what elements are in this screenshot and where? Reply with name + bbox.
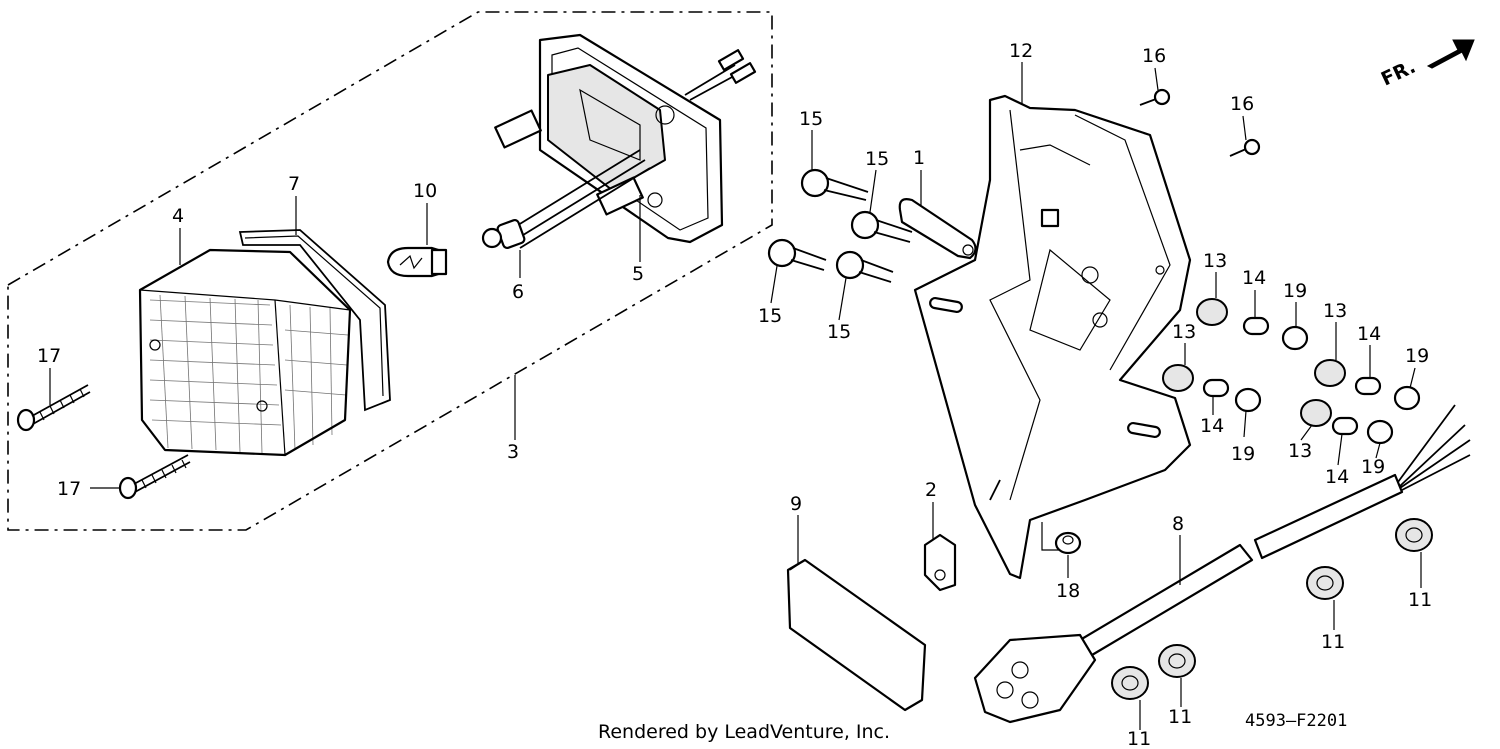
lamp-housing[interactable]	[494, 33, 757, 244]
rubber-grommet-3[interactable]	[1306, 566, 1344, 600]
callout-6: 6	[512, 281, 524, 303]
lens-gasket[interactable]	[238, 229, 391, 412]
collar-set[interactable]	[1202, 316, 1382, 436]
rubber-grommet-2[interactable]	[1158, 644, 1196, 678]
callout-11c: 11	[1321, 631, 1345, 653]
small-bolt-lower[interactable]	[1229, 138, 1261, 157]
tapping-screw-lower[interactable]	[118, 454, 191, 500]
callout-15a: 15	[799, 108, 823, 130]
callout-19d: 19	[1361, 456, 1385, 478]
callout-16a: 16	[1142, 45, 1166, 67]
front-arrow-icon	[1426, 39, 1475, 69]
callout-4: 4	[172, 205, 184, 227]
callout-13d: 13	[1288, 440, 1312, 462]
callout-14a: 14	[1242, 267, 1266, 289]
callout-15c: 15	[758, 305, 782, 327]
callout-19a: 19	[1283, 280, 1307, 302]
grommet-set[interactable]	[1162, 298, 1346, 427]
callout-14c: 14	[1357, 323, 1381, 345]
flange-bolt-1[interactable]	[800, 168, 869, 201]
callout-14b: 14	[1200, 415, 1224, 437]
rubber-grommet-4[interactable]	[1395, 518, 1433, 552]
bulb[interactable]	[386, 246, 448, 278]
callout-10: 10	[413, 180, 437, 202]
assembly-boundary	[7, 11, 773, 531]
mounting-collar[interactable]	[923, 533, 957, 592]
bulb-socket[interactable]	[481, 149, 651, 250]
nut-set[interactable]	[1234, 325, 1421, 445]
front-direction-indicator: FR.	[1378, 39, 1475, 91]
callout-labels: 1 2 3 4 5 6 7 8 9 10 11 11 11 11 12 13 1…	[37, 40, 1432, 749]
callout-14d: 14	[1325, 466, 1349, 488]
callout-13c: 13	[1323, 300, 1347, 322]
callout-13a: 13	[1203, 250, 1227, 272]
callout-17a: 17	[37, 345, 61, 367]
callout-15b: 15	[865, 148, 889, 170]
flange-bolt-3[interactable]	[767, 238, 827, 271]
callout-17b: 17	[57, 478, 81, 500]
cable-clamp[interactable]	[898, 198, 977, 260]
callout-2: 2	[925, 479, 937, 501]
rear-reflector[interactable]	[786, 558, 927, 712]
callout-12: 12	[1009, 40, 1033, 62]
callout-11d: 11	[1408, 589, 1432, 611]
license-bracket[interactable]	[913, 94, 1192, 580]
callout-19c: 19	[1405, 345, 1429, 367]
leader-lines	[49, 62, 1422, 730]
small-bolt-upper[interactable]	[1139, 88, 1171, 106]
callout-16b: 16	[1230, 93, 1254, 115]
flange-nut[interactable]	[1054, 531, 1082, 555]
flange-bolt-2[interactable]	[850, 210, 913, 243]
callout-15d: 15	[827, 321, 851, 343]
callout-18: 18	[1056, 580, 1080, 602]
flange-bolt-4[interactable]	[835, 250, 894, 283]
callout-8: 8	[1172, 513, 1184, 535]
callout-19b: 19	[1231, 443, 1255, 465]
callout-11a: 11	[1127, 728, 1151, 749]
front-label: FR.	[1378, 56, 1419, 91]
callout-9: 9	[790, 493, 802, 515]
tail-lens[interactable]	[138, 248, 352, 457]
callout-7: 7	[288, 173, 300, 195]
wire-harness[interactable]	[973, 404, 1471, 724]
drawing-code: 4593–F2201	[1245, 711, 1347, 731]
tapping-screw-upper[interactable]	[16, 384, 91, 432]
callout-11b: 11	[1168, 706, 1192, 728]
rubber-grommet-1[interactable]	[1111, 666, 1149, 700]
render-credit: Rendered by LeadVenture, Inc.	[598, 721, 890, 743]
callout-5: 5	[632, 263, 644, 285]
callout-13b: 13	[1172, 321, 1196, 343]
callout-1: 1	[913, 147, 925, 169]
callout-3: 3	[507, 441, 519, 463]
